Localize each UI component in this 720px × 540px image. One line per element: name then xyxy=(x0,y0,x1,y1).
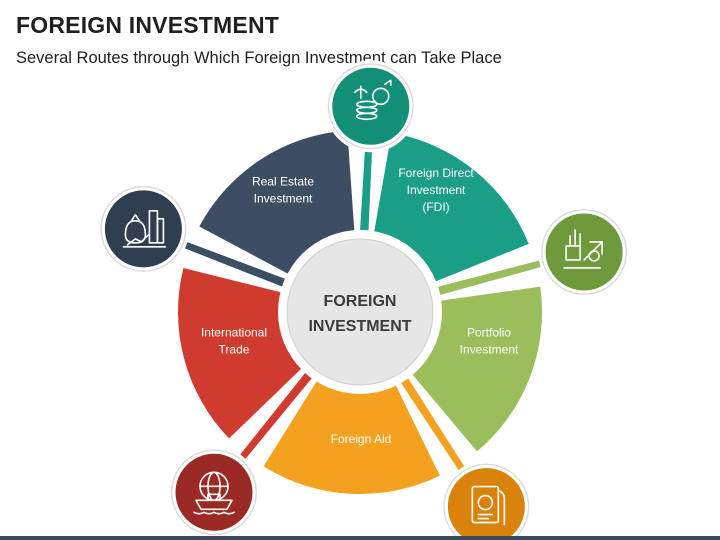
segment-portfolio xyxy=(411,286,542,452)
segment-label-portfolio-1: Portfolio xyxy=(467,326,511,340)
segment-label-trade-2: Trade xyxy=(219,343,250,357)
center-label-line2: INVESTMENT xyxy=(308,318,411,335)
center-node: FOREIGN INVESTMENT xyxy=(278,230,442,394)
segment-label-realestate-2: Investment xyxy=(254,192,313,206)
segment-realestate xyxy=(199,130,355,275)
coins-dollar-icon xyxy=(353,79,392,121)
connector-stripe-portfolio-1 xyxy=(438,259,546,290)
segment-label-fdi-2: Investment xyxy=(407,183,466,197)
connector-stripe-realestate-3 xyxy=(180,240,285,282)
segment-label-aid-1: Foreign Aid xyxy=(331,432,392,446)
connector-stripe-portfolio-2 xyxy=(438,260,546,293)
money-bag-building-icon xyxy=(122,210,167,248)
portfolio-chart-icon xyxy=(563,229,603,269)
connector-stripe-realestate-1 xyxy=(179,243,284,287)
badge-fdi xyxy=(324,60,417,153)
document-seal-icon xyxy=(471,485,506,526)
badge-portfolio xyxy=(538,205,631,298)
segment-aid xyxy=(263,379,440,494)
connector-stripe-trade-3 xyxy=(236,373,308,462)
connector-stripe-trade-2 xyxy=(237,374,310,463)
segment-label-realestate-1: Real Estate xyxy=(252,175,314,189)
segment-label-portfolio-2: Investment xyxy=(460,343,519,357)
connector-stripe-portfolio-3 xyxy=(439,262,547,295)
badge-realestate xyxy=(97,182,190,275)
globe-ship-icon xyxy=(193,471,235,515)
connector-stripe-trade-1 xyxy=(239,376,312,464)
segment-label-trade-1: International xyxy=(201,326,267,340)
connector-stripe-aid-1 xyxy=(405,378,468,473)
connector-stripe-realestate-2 xyxy=(180,241,285,285)
segment-label-fdi-1: Foreign Direct xyxy=(398,166,474,180)
connector-stripe-aid-2 xyxy=(403,379,466,474)
badge-trade xyxy=(167,446,260,539)
connector-stripe-aid-3 xyxy=(401,381,465,475)
segment-trade xyxy=(178,267,303,439)
segment-label-fdi-3: (FDI) xyxy=(422,200,449,214)
page-title: FOREIGN INVESTMENT xyxy=(16,12,280,38)
center-label-line1: FOREIGN xyxy=(324,293,397,310)
badge-aid xyxy=(440,460,533,540)
bottom-bar xyxy=(0,536,720,540)
segment-fdi xyxy=(373,132,529,283)
